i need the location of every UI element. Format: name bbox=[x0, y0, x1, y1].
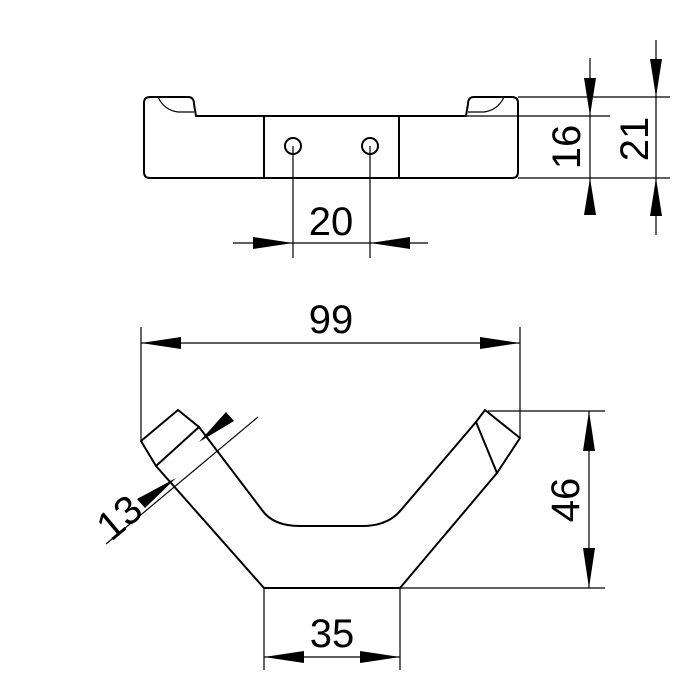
dimension-hook-height: 46 bbox=[400, 410, 605, 589]
arrow-icon bbox=[584, 178, 596, 215]
arrow-icon bbox=[370, 237, 410, 249]
dimension-hole-spacing: 20 bbox=[233, 146, 428, 258]
right-arm-cap-line bbox=[475, 421, 498, 474]
arrow-icon bbox=[253, 237, 293, 249]
hook-outline bbox=[140, 409, 521, 589]
arrow-icon bbox=[141, 337, 181, 349]
arrow-icon bbox=[137, 478, 176, 508]
dim-label-hole-spacing: 20 bbox=[309, 200, 354, 244]
dim-label-hook-height: 46 bbox=[544, 478, 588, 523]
top-view-outline bbox=[143, 96, 519, 179]
front-view bbox=[140, 409, 521, 589]
dim-label-total-height: 21 bbox=[613, 117, 657, 162]
arrow-icon bbox=[583, 548, 595, 588]
arrow-icon bbox=[264, 651, 304, 663]
dimension-arm-width: 13 bbox=[88, 412, 259, 549]
arrow-icon bbox=[650, 59, 662, 97]
dim-label-inner-height: 16 bbox=[545, 125, 589, 170]
left-arm-cap-line bbox=[155, 426, 200, 467]
dim-label-base-width: 35 bbox=[310, 612, 355, 656]
dimension-overall-width: 99 bbox=[140, 298, 521, 441]
arrow-icon bbox=[650, 178, 662, 216]
arrow-icon bbox=[583, 411, 595, 451]
top-view-left-notch bbox=[157, 96, 194, 113]
dim-label-arm-width: 13 bbox=[88, 487, 150, 549]
dimension-base-width: 35 bbox=[263, 588, 401, 670]
arrow-icon bbox=[199, 412, 234, 442]
top-view bbox=[143, 96, 519, 179]
arrow-icon bbox=[584, 78, 596, 116]
arrow-icon bbox=[360, 651, 400, 663]
dim-label-overall-width: 99 bbox=[309, 298, 354, 342]
top-view-right-notch bbox=[468, 96, 505, 113]
dimension-heights: 16 21 bbox=[400, 40, 670, 235]
arrow-icon bbox=[480, 337, 520, 349]
mounting-plate bbox=[263, 115, 400, 179]
